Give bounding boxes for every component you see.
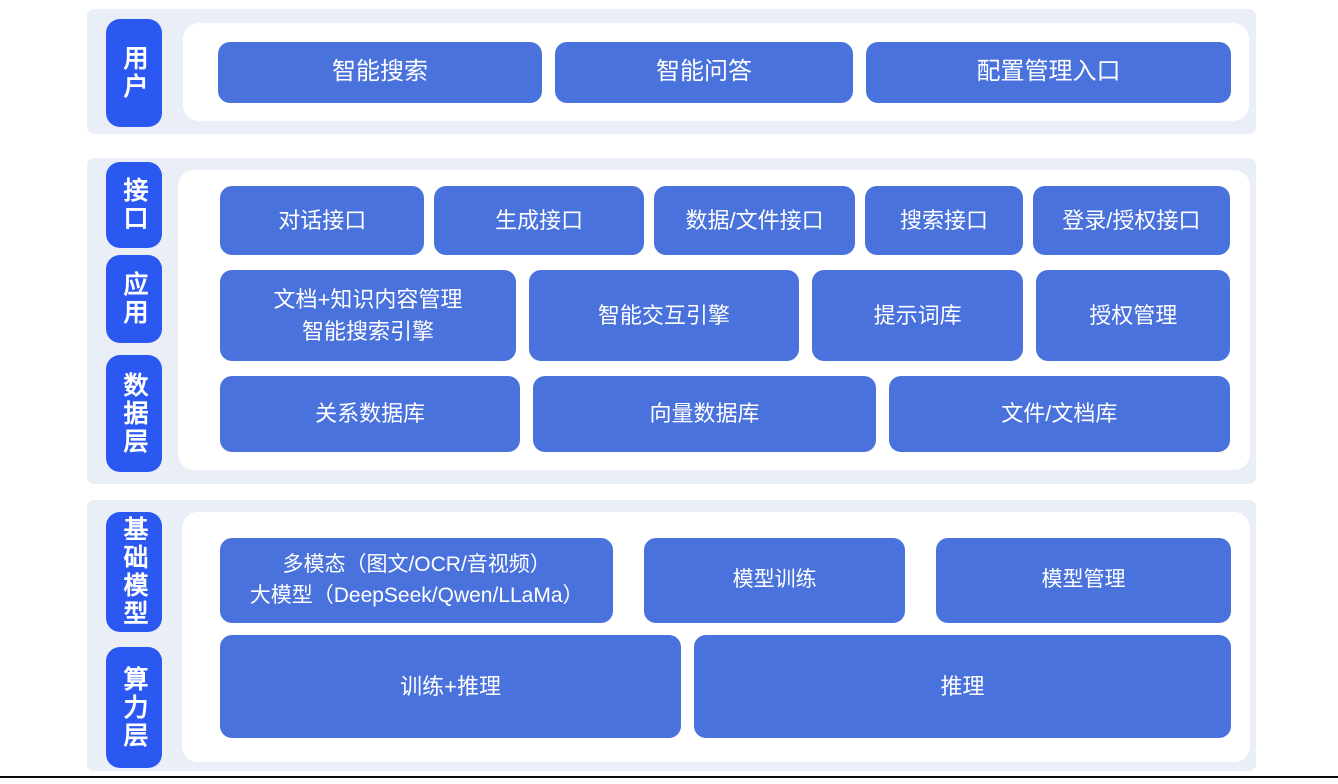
button-doc-knowledge-search-engine: 文档+知识内容管理 智能搜索引擎 xyxy=(220,270,516,361)
button-model-training: 模型训练 xyxy=(644,538,906,623)
button-login-auth-api: 登录/授权接口 xyxy=(1032,186,1231,255)
data-layer-row: 关系数据库 向量数据库 文件/文档库 xyxy=(220,376,1230,452)
user-layer-container: 智能搜索 智能问答 配置管理入口 xyxy=(183,23,1249,121)
button-dialog-api: 对话接口 xyxy=(220,186,425,255)
compute-layer-row: 训练+推理 推理 xyxy=(220,635,1231,738)
layer-label-user: 用户 xyxy=(106,19,162,127)
button-smart-interaction-engine: 智能交互引擎 xyxy=(528,270,799,361)
button-file-doc-store: 文件/文档库 xyxy=(888,376,1230,452)
middle-layers-container: 对话接口 生成接口 数据/文件接口 搜索接口 登录/授权接口 文档+知识内容管理… xyxy=(178,170,1250,470)
application-row: 文档+知识内容管理 智能搜索引擎 智能交互引擎 提示词库 授权管理 xyxy=(220,270,1230,361)
panel-bottom-layers: 基础模型 算力层 多模态（图文/OCR/音视频） 大模型（DeepSeek/Qw… xyxy=(87,500,1256,771)
button-vector-db: 向量数据库 xyxy=(533,376,876,452)
layer-label-interface: 接口 xyxy=(106,162,162,248)
button-smart-search: 智能搜索 xyxy=(218,41,542,103)
button-relational-db: 关系数据库 xyxy=(220,376,521,452)
bottom-divider-line xyxy=(0,776,1338,778)
layer-label-compute-layer: 算力层 xyxy=(106,647,162,768)
layer-label-foundation-model: 基础模型 xyxy=(106,512,162,632)
foundation-model-row: 多模态（图文/OCR/音视频） 大模型（DeepSeek/Qwen/LLaMa）… xyxy=(220,538,1232,623)
button-smart-qa: 智能问答 xyxy=(555,41,853,103)
button-data-file-api: 数据/文件接口 xyxy=(653,186,856,255)
button-training-inference: 训练+推理 xyxy=(220,635,682,738)
panel-user-layer: 用户 智能搜索 智能问答 配置管理入口 xyxy=(87,9,1256,134)
interface-row: 对话接口 生成接口 数据/文件接口 搜索接口 登录/授权接口 xyxy=(220,186,1231,255)
button-inference: 推理 xyxy=(694,635,1231,738)
button-search-api: 搜索接口 xyxy=(865,186,1023,255)
layer-label-data-layer: 数据层 xyxy=(106,355,162,472)
button-multimodal-llm: 多模态（图文/OCR/音视频） 大模型（DeepSeek/Qwen/LLaMa） xyxy=(220,538,614,623)
button-auth-management: 授权管理 xyxy=(1036,270,1230,361)
bottom-layers-container: 多模态（图文/OCR/音视频） 大模型（DeepSeek/Qwen/LLaMa）… xyxy=(182,512,1250,762)
button-prompt-library: 提示词库 xyxy=(811,270,1024,361)
panel-middle-layers: 接口 应用 数据层 对话接口 生成接口 数据/文件接口 搜索接口 登录/授权接口… xyxy=(87,158,1256,484)
layer-label-application: 应用 xyxy=(106,255,162,343)
button-model-management: 模型管理 xyxy=(936,538,1232,623)
button-config-management-entry: 配置管理入口 xyxy=(866,41,1231,103)
button-generation-api: 生成接口 xyxy=(434,186,644,255)
